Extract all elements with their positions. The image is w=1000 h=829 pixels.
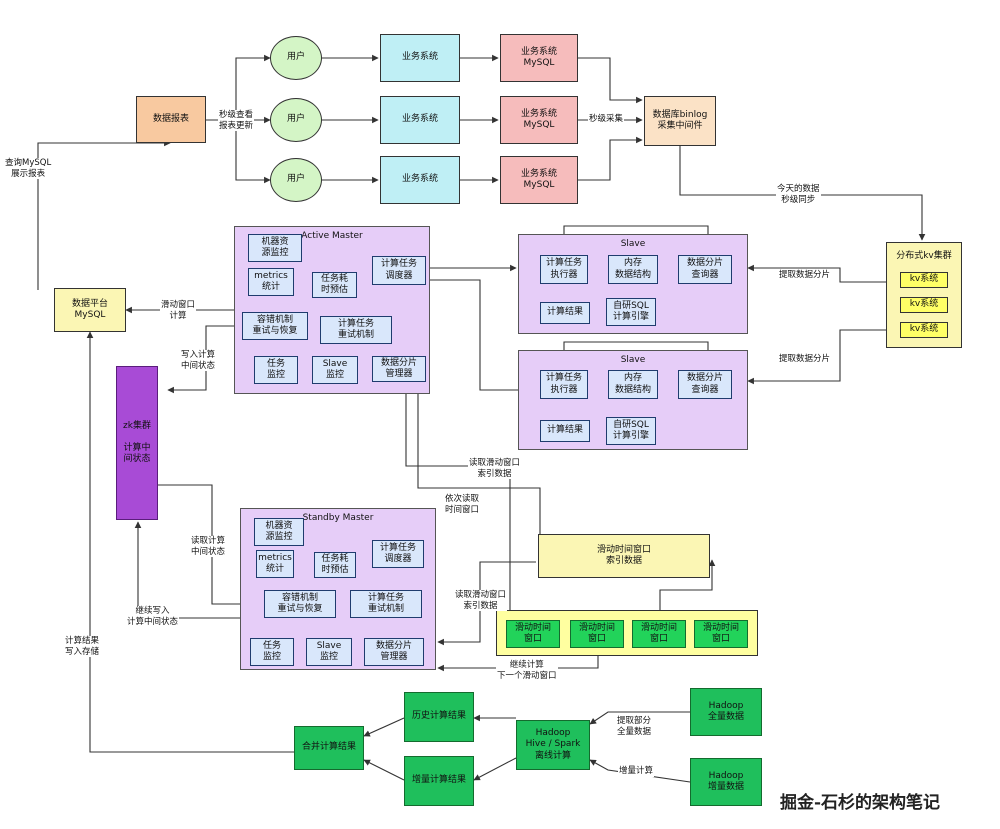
- hadoop-incr-data: Hadoop 增量数据: [690, 758, 762, 806]
- slave-2-memory: 内存 数据结构: [608, 370, 658, 399]
- label-store-result: 计算结果 写入存储: [64, 636, 101, 658]
- slave-1-executor: 计算任务 执行器: [540, 255, 588, 284]
- label-continue-write: 继续写入 计算中间状态: [126, 606, 180, 628]
- slave-1-query: 数据分片 查询器: [678, 255, 732, 284]
- slave-2-query: 数据分片 查询器: [678, 370, 732, 399]
- biz-mysql-1: 业务系统 MySQL: [500, 34, 578, 82]
- label-continue-next: 继续计算 下一个滑动窗口: [496, 660, 558, 682]
- slave-1-title: Slave: [620, 239, 646, 249]
- label-incr-calc: 增量计算: [618, 766, 655, 777]
- biz-system-3: 业务系统: [380, 156, 460, 204]
- label-sec-collect: 秒级采集: [588, 114, 625, 125]
- biz-mysql-3: 业务系统 MySQL: [500, 156, 578, 204]
- kv-cluster: 分布式kv集群: [886, 242, 962, 348]
- sm-machine-monitor: 机器资 源监控: [254, 518, 304, 546]
- kv-system-1: kv系统: [900, 272, 948, 288]
- report-node: 数据报表: [136, 96, 206, 143]
- sm-fault-tolerance: 容错机制 重试与恢复: [264, 590, 336, 618]
- sm-shard-manager: 数据分片 管理器: [364, 638, 424, 666]
- biz-system-2: 业务系统: [380, 96, 460, 144]
- sm-slave-monitor: Slave 监控: [306, 638, 352, 666]
- label-fetch-partial: 提取部分 全量数据: [616, 716, 653, 738]
- watermark: 掘金-石杉的架构笔记: [780, 793, 941, 813]
- incremental-result: 增量计算结果: [404, 756, 474, 806]
- label-today-sync: 今天的数据 秒级同步: [776, 184, 821, 206]
- label-query-mysql: 查询MySQL 展示报表: [4, 158, 53, 180]
- slave-1-result: 计算结果: [540, 302, 590, 324]
- user-node-2: 用户: [270, 98, 322, 142]
- slave-2-sql-engine: 自研SQL 计算引擎: [606, 417, 656, 445]
- am-metrics: metrics 统计: [248, 268, 294, 296]
- kv-system-2: kv系统: [900, 297, 948, 313]
- offline-compute: Hadoop Hive / Spark 离线计算: [516, 720, 590, 770]
- slave-2-title: Slave: [620, 355, 646, 365]
- label-read-index-mid: 读取滑动窗口 索引数据: [454, 590, 508, 612]
- am-cost-estimate: 任务耗 时预估: [312, 272, 357, 298]
- am-machine-monitor: 机器资 源监控: [248, 234, 302, 262]
- label-read-sequential: 依次读取 时间窗口: [444, 494, 481, 516]
- am-task-monitor: 任务 监控: [254, 356, 298, 384]
- merge-result: 合并计算结果: [294, 726, 364, 770]
- label-fetch-shard-1: 提取数据分片: [778, 270, 832, 281]
- am-slave-monitor: Slave 监控: [312, 356, 358, 384]
- sm-task-monitor: 任务 监控: [250, 638, 294, 666]
- am-retry: 计算任务 重试机制: [320, 316, 392, 344]
- data-platform-mysql: 数据平台 MySQL: [54, 288, 126, 332]
- am-fault-tolerance: 容错机制 重试与恢复: [242, 312, 308, 340]
- zk-cluster: zk集群 计算中 间状态: [116, 366, 158, 520]
- sm-cost-estimate: 任务耗 时预估: [314, 552, 356, 578]
- sm-retry: 计算任务 重试机制: [350, 590, 422, 618]
- sliding-window-3: 滑动时间 窗口: [632, 620, 686, 648]
- label-write-state: 写入计算 中间状态: [180, 350, 217, 372]
- am-shard-manager: 数据分片 管理器: [372, 356, 426, 382]
- label-read-index-top: 读取滑动窗口 索引数据: [468, 458, 522, 480]
- sliding-window-1: 滑动时间 窗口: [506, 620, 560, 648]
- kv-system-3: kv系统: [900, 322, 948, 338]
- am-scheduler: 计算任务 调度器: [372, 256, 426, 285]
- sliding-window-index: 滑动时间窗口 索引数据: [538, 534, 710, 578]
- binlog-collector: 数据库binlog 采集中间件: [644, 96, 716, 146]
- sliding-window-4: 滑动时间 窗口: [694, 620, 748, 648]
- biz-mysql-2: 业务系统 MySQL: [500, 96, 578, 144]
- label-sec-view: 秒级查看 报表更新: [218, 110, 255, 132]
- label-fetch-shard-2: 提取数据分片: [778, 354, 832, 365]
- slave-2-executor: 计算任务 执行器: [540, 370, 588, 399]
- active-master-title: Active Master: [301, 231, 363, 241]
- slave-2-result: 计算结果: [540, 420, 590, 442]
- history-result: 历史计算结果: [404, 692, 474, 742]
- user-node-3: 用户: [270, 158, 322, 202]
- sm-metrics: metrics 统计: [256, 550, 294, 578]
- label-sliding-calc: 滑动窗口 计算: [160, 300, 197, 322]
- sliding-window-2: 滑动时间 窗口: [570, 620, 624, 648]
- user-node-1: 用户: [270, 36, 322, 80]
- standby-master-title: Standby Master: [302, 513, 374, 523]
- biz-system-1: 业务系统: [380, 34, 460, 82]
- hadoop-full-data: Hadoop 全量数据: [690, 688, 762, 736]
- slave-1-memory: 内存 数据结构: [608, 255, 658, 284]
- kv-cluster-title: 分布式kv集群: [896, 251, 952, 261]
- slave-1-sql-engine: 自研SQL 计算引擎: [606, 298, 656, 326]
- label-read-state: 读取计算 中间状态: [190, 536, 227, 558]
- sm-scheduler: 计算任务 调度器: [372, 540, 424, 568]
